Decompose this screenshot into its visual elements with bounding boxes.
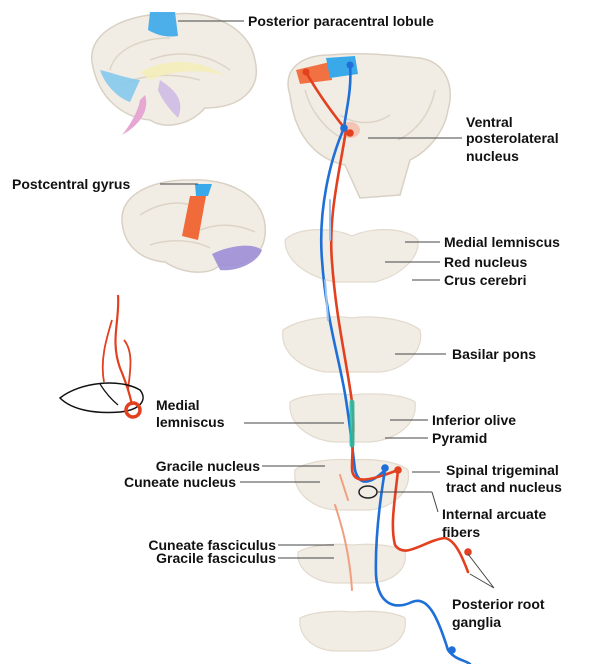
label-vpl-line-3: nucleus [466, 148, 519, 165]
label-vpl-line-2: posterolateral [466, 130, 559, 147]
label-inferior-olive: Inferior olive [432, 412, 516, 429]
coronal-section-icon [288, 54, 450, 198]
label-medial-lemniscus-left-1: Medial [156, 397, 200, 414]
lateral-brain-icon [122, 180, 265, 272]
medial-sagittal-brain-icon [92, 12, 257, 135]
label-gracile-nucleus: Gracile nucleus [100, 458, 260, 475]
sensory-neuron-icon [60, 295, 143, 417]
label-internal-arcuate-1: Internal arcuate [442, 506, 546, 523]
label-spinal-trigeminal-2: tract and nucleus [446, 479, 562, 496]
label-internal-arcuate-2: fibers [442, 524, 480, 541]
label-posterior-root-1: Posterior root [452, 596, 545, 613]
label-basilar-pons: Basilar pons [452, 346, 536, 363]
label-medial-lemniscus-left-2: lemniscus [156, 414, 224, 431]
label-red-nucleus: Red nucleus [444, 254, 527, 271]
label-pyramid: Pyramid [432, 430, 487, 447]
label-vpl-line-1: Ventral [466, 114, 513, 131]
label-cuneate-nucleus: Cuneate nucleus [80, 474, 236, 491]
label-medial-lemniscus-upper: Medial lemniscus [444, 234, 560, 251]
label-posterior-root-2: ganglia [452, 614, 501, 631]
label-posterior-paracentral-lobule: Posterior paracentral lobule [248, 13, 434, 30]
label-spinal-trigeminal-1: Spinal trigeminal [446, 462, 559, 479]
label-gracile-fasciculus: Gracile fasciculus [100, 550, 276, 567]
label-postcentral-gyrus: Postcentral gyrus [12, 176, 130, 193]
label-crus-cerebri: Crus cerebri [444, 272, 526, 289]
